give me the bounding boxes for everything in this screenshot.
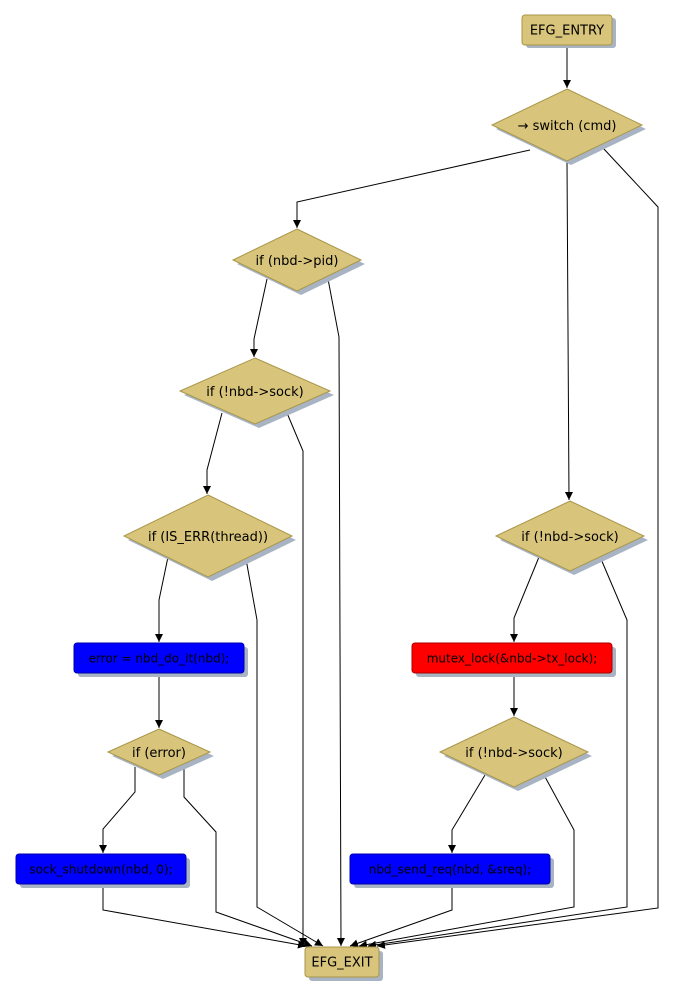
node-if-not-sock-3-diamond — [438, 716, 590, 788]
node-switch-cmd[interactable]: → switch (cmd) — [490, 88, 646, 165]
node-if-is-err-label: if (IS_ERR(thread)) — [148, 530, 268, 545]
edges — [99, 46, 659, 949]
edge-if-error-to-exit — [183, 767, 313, 948]
node-mutex-lock[interactable]: mutex_lock(&nbd->tx_lock); — [411, 642, 616, 677]
node-if-not-sock-2-diamond — [494, 500, 646, 572]
edge-if-is-err-to-exit — [245, 558, 324, 947]
node-if-not-sock-1-diamond — [178, 357, 332, 425]
node-switch-cmd-label: → switch (cmd) — [518, 119, 617, 134]
node-exit-box — [304, 946, 380, 978]
node-switch-cmd-diamond — [490, 88, 644, 162]
node-if-not-sock-2-label: if (!nbd->sock) — [521, 530, 618, 545]
node-if-is-err-diamond — [122, 494, 294, 578]
node-mutex-lock-box — [411, 642, 613, 674]
node-if-error[interactable]: if (error) — [106, 728, 214, 779]
edge-if-not-sock-3-to-exit — [358, 774, 575, 949]
node-sock-shutdown-label: sock_shutdown(nbd, 0); — [29, 863, 172, 877]
edge-send-req-to-exit — [349, 885, 453, 948]
node-send-req[interactable]: nbd_send_req(nbd, &sreq); — [349, 853, 554, 888]
node-error-do-it-label: error = nbd_do_it(nbd); — [89, 652, 230, 666]
node-send-req-box — [349, 853, 551, 885]
node-mutex-lock-label: mutex_lock(&nbd->tx_lock); — [427, 652, 598, 666]
edge-if-not-sock-2-to-mutex-lock — [510, 556, 540, 642]
node-if-pid[interactable]: if (nbd->pid) — [231, 228, 365, 295]
node-exit-label: EFG_EXIT — [311, 956, 372, 971]
node-sock-shutdown[interactable]: sock_shutdown(nbd, 0); — [15, 853, 190, 888]
node-entry-box — [521, 14, 613, 46]
edge-if-not-sock-1-to-if-is-err — [203, 412, 223, 494]
edge-if-not-sock-1-to-exit — [286, 412, 307, 946]
edge-if-pid-to-exit — [327, 278, 345, 947]
node-if-not-sock-2[interactable]: if (!nbd->sock) — [494, 500, 648, 575]
node-if-not-sock-1[interactable]: if (!nbd->sock) — [178, 357, 334, 428]
edge-if-not-sock-2-to-exit — [367, 558, 628, 949]
edge-if-pid-to-if-not-sock-1 — [250, 278, 268, 357]
node-entry[interactable]: EFG_ENTRY — [521, 14, 616, 48]
node-if-pid-label: if (nbd->pid) — [256, 254, 339, 269]
node-if-not-sock-3[interactable]: if (!nbd->sock) — [438, 716, 592, 791]
node-if-not-sock-3-label: if (!nbd->sock) — [465, 746, 562, 761]
node-error-do-it[interactable]: error = nbd_do_it(nbd); — [73, 642, 248, 677]
edge-switch-to-if-pid — [293, 149, 531, 228]
node-if-pid-diamond — [231, 228, 363, 292]
node-entry-label: EFG_ENTRY — [530, 24, 604, 39]
node-if-error-label: if (error) — [132, 746, 186, 761]
node-error-do-it-box — [73, 642, 245, 674]
edge-if-error-to-sock-shutdown — [99, 767, 136, 853]
node-exit[interactable]: EFG_EXIT — [304, 946, 383, 981]
node-send-req-label: nbd_send_req(nbd, &sreq); — [369, 863, 532, 877]
edge-if-is-err-to-error-do-it — [155, 556, 169, 642]
node-if-error-diamond — [106, 728, 212, 776]
edge-sock-shutdown-to-exit — [102, 885, 307, 949]
node-sock-shutdown-box — [15, 853, 187, 885]
edge-switch-to-if-not-sock-2 — [564, 161, 573, 501]
edge-if-not-sock-3-to-send-req — [448, 774, 486, 853]
node-if-not-sock-1-label: if (!nbd->sock) — [206, 385, 303, 400]
node-if-is-err[interactable]: if (IS_ERR(thread)) — [122, 494, 296, 581]
edge-switch-to-exit — [376, 147, 659, 949]
